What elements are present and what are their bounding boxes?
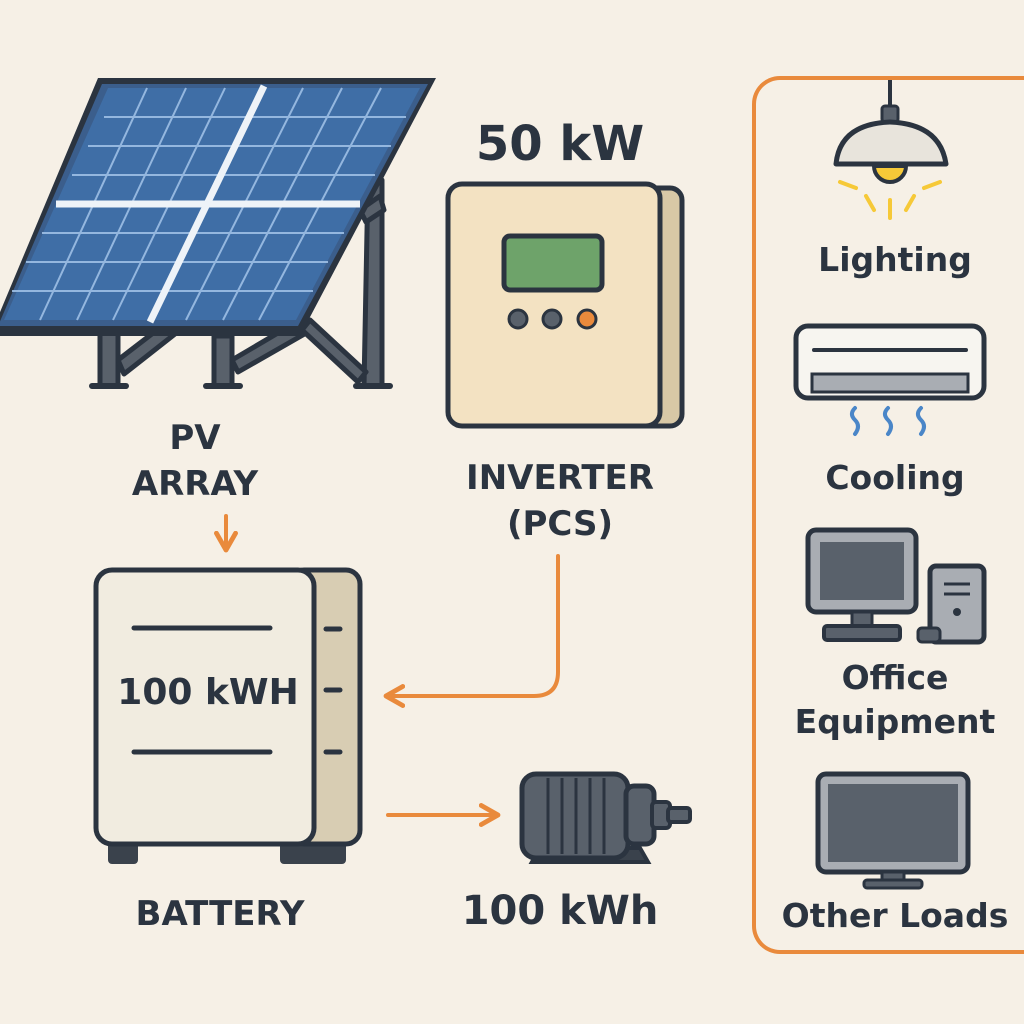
desktop-computer-icon: [805, 527, 987, 645]
air-conditioner-icon: [793, 323, 987, 436]
lamp-icon: [833, 80, 949, 220]
solar-panel-icon: [0, 78, 436, 389]
load-cooling-label: Cooling: [825, 458, 965, 497]
battery-label: BATTERY: [135, 894, 305, 934]
pv-label-line1: PV: [169, 418, 221, 458]
flow-arrows: [214, 514, 560, 827]
load-other-label: Other Loads: [781, 896, 1009, 935]
inverter-icon: [445, 181, 685, 429]
motor-icon: [519, 771, 692, 864]
load-lighting-label: Lighting: [818, 240, 972, 279]
pv-label-line2: ARRAY: [131, 464, 259, 504]
loads-panel-frame: [752, 76, 1024, 954]
inverter-label-line1: INVERTER: [466, 458, 654, 498]
battery-capacity: 100 kWH: [117, 672, 299, 713]
load-office-label-line2: Equipment: [794, 702, 996, 741]
inverter-to-battery-arrow: [383, 554, 560, 708]
load-office-label-line1: Office: [841, 658, 949, 697]
inverter-rating: 50 kW: [475, 116, 645, 172]
monitor-icon: [815, 771, 971, 890]
motor-label: 100 kWh: [461, 888, 659, 934]
battery-icon: [93, 567, 363, 864]
inverter-label-line2: (PCS): [506, 504, 614, 544]
